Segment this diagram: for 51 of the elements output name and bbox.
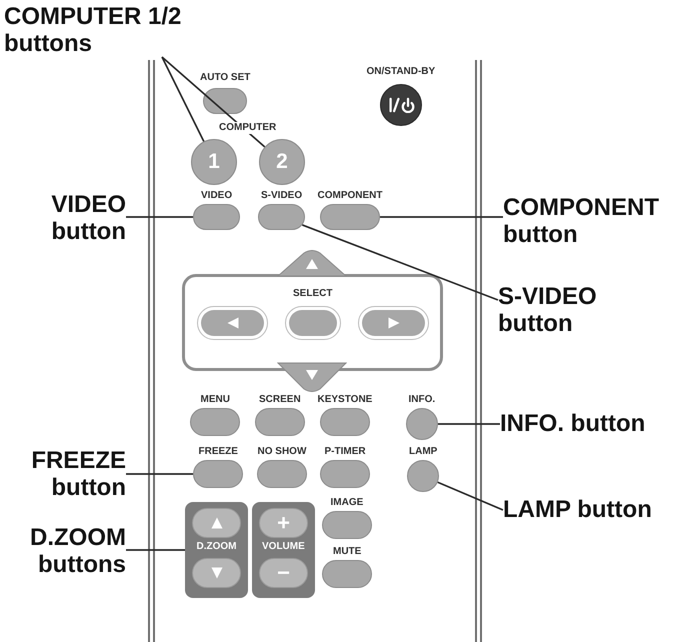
- button-label: FREEZE: [198, 446, 238, 458]
- button-label: IMAGE: [330, 497, 364, 509]
- button-label: NO SHOW: [258, 446, 306, 458]
- button-label: INFO.: [408, 394, 436, 406]
- callout-label: INFO. button: [500, 410, 647, 437]
- leader-line: [302, 224, 498, 301]
- remote-button: +: [259, 508, 308, 538]
- round-button: 1: [191, 139, 237, 185]
- arrow-button: [192, 508, 241, 538]
- remote-button: −: [259, 558, 308, 588]
- round-button: 2: [259, 139, 305, 185]
- arrow-button: [358, 306, 429, 340]
- remote-button: [285, 306, 341, 340]
- leader-line: [126, 473, 193, 475]
- arrow-button: [192, 558, 241, 588]
- remote-control-body: [148, 60, 482, 642]
- arrow-button: [197, 306, 268, 340]
- callout-label: COMPONENT button: [503, 194, 660, 248]
- button-label: COMPONENT: [318, 190, 382, 202]
- callout-label: LAMP button: [503, 496, 653, 523]
- callout-label: FREEZE button: [30, 447, 126, 501]
- button-label: MUTE: [333, 546, 362, 558]
- panel-label: D.ZOOM: [196, 541, 236, 553]
- button-label: ON/STAND-BY: [366, 66, 436, 78]
- button-label: MENU: [200, 394, 230, 406]
- callout-label: S-VIDEO button: [498, 283, 598, 337]
- group-label: COMPUTER: [217, 122, 278, 134]
- button-label: KEYSTONE: [318, 394, 372, 406]
- leader-line: [437, 481, 504, 511]
- button-label: P-TIMER: [324, 446, 366, 458]
- panel-label: SELECT: [293, 288, 332, 300]
- button-label: S-VIDEO: [261, 190, 302, 202]
- button-panel: [185, 502, 248, 598]
- callout-label: D.ZOOM buttons: [29, 524, 126, 578]
- panel-label: VOLUME: [262, 541, 305, 553]
- button-panel: [252, 502, 315, 598]
- arrow-button: [277, 362, 347, 392]
- callout-label: VIDEO button: [50, 191, 126, 245]
- button-panel: [182, 274, 443, 371]
- button-label: SCREEN: [259, 394, 301, 406]
- leader-line: [438, 423, 500, 425]
- leader-line: [380, 216, 503, 218]
- leader-line: [126, 216, 193, 218]
- arrow-button: [277, 250, 347, 277]
- button-label: LAMP: [409, 446, 438, 458]
- callout-label: COMPUTER 1/2 buttons: [4, 3, 183, 57]
- leader-line: [126, 549, 185, 551]
- leader-line: [161, 56, 266, 148]
- leader-line: [161, 56, 205, 142]
- button-label: AUTO SET: [200, 72, 250, 84]
- button-label: VIDEO: [201, 190, 232, 202]
